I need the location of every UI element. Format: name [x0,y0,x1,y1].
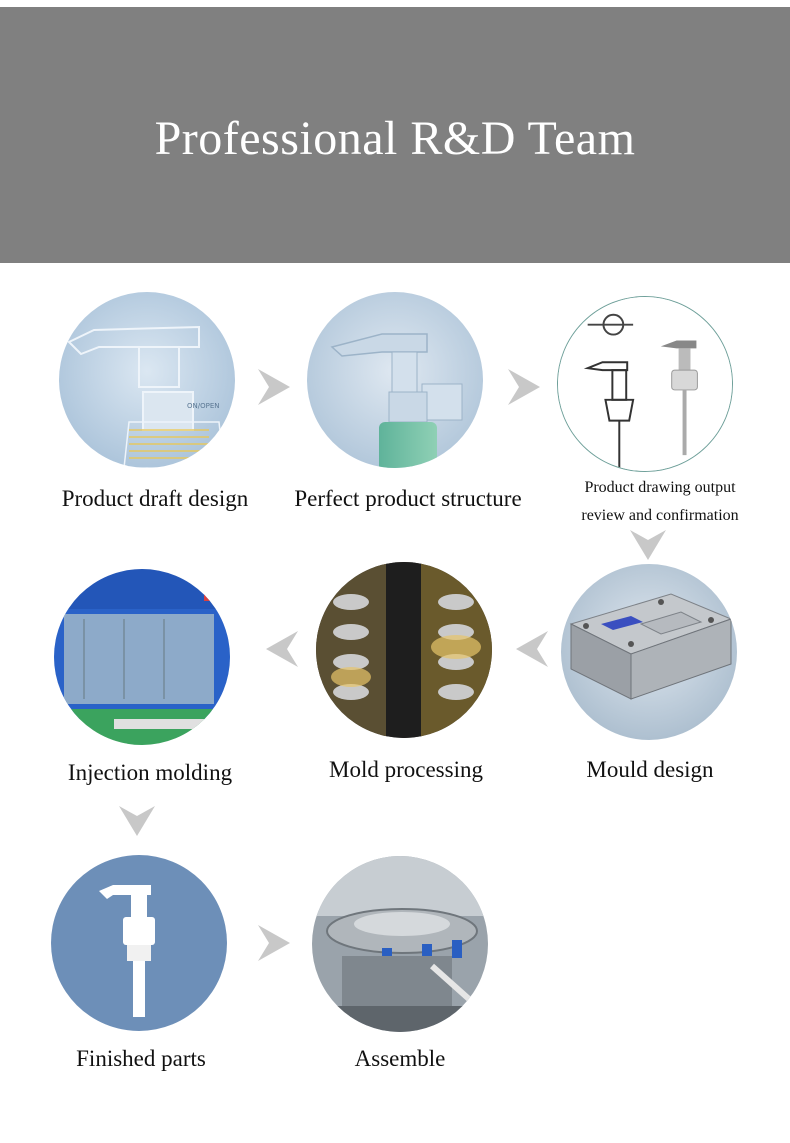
chevron-arrow-icon [119,806,155,836]
chevron-arrow-icon [266,631,298,667]
step-image-product-draft: ON/OPEN [59,292,235,468]
chevron-arrow-icon [516,631,548,667]
step-image-product-structure [307,292,483,468]
step-image-mould-design [561,564,737,740]
step-label-injection-molding: Injection molding [67,760,233,785]
step-label-mold-processing: Mold processing [329,757,483,782]
svg-text:ON/OPEN: ON/OPEN [187,402,220,410]
page-title: Professional R&D Team [154,112,636,165]
step-label-finished-parts: Finished parts [76,1046,206,1071]
step-image-drawing-output [557,296,733,472]
chevron-arrow-icon [258,369,290,405]
header-banner: Professional R&D Team [0,7,790,263]
step-image-assemble [312,856,488,1032]
chevron-arrow-icon [258,925,290,961]
step-label-product-draft: Product draft design [61,486,249,511]
step-label-assemble: Assemble [354,1046,446,1071]
step-label-drawing-output-line1: Product drawing output [584,479,736,496]
chevron-arrow-icon [630,530,666,560]
step-image-injection-molding [54,569,230,745]
step-image-mold-processing [316,562,492,738]
step-label-product-structure: Perfect product structure [294,486,522,511]
step-label-mould-design: Mould design [586,757,714,782]
step-label-drawing-output-line2: review and confirmation [581,507,739,524]
chevron-arrow-icon [508,369,540,405]
step-image-finished-parts [51,855,227,1031]
